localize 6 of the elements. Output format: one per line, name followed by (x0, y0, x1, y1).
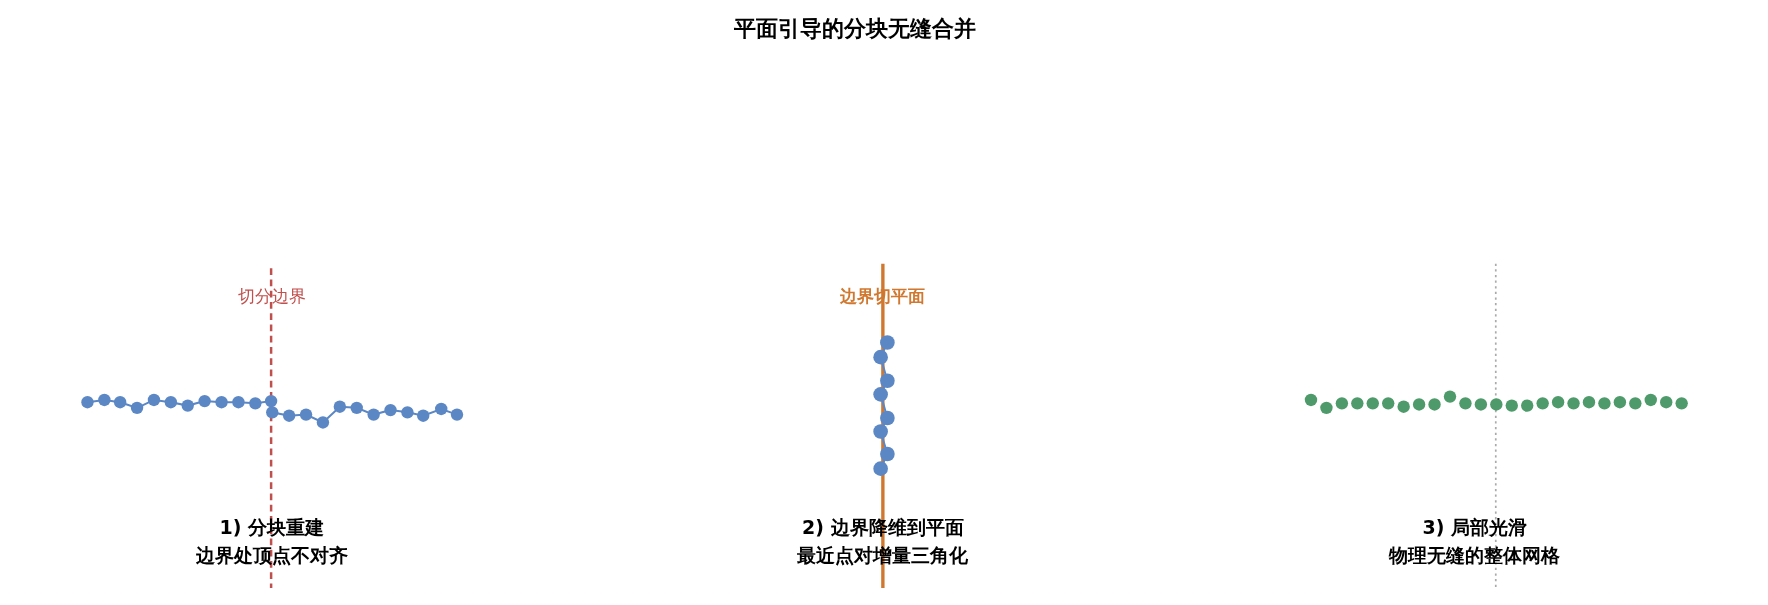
panel-caption: 物理无缝的整体网格 (1389, 543, 1561, 569)
diagram-title: 平面引导的分块无缝合并 (733, 14, 976, 43)
boundary-label: 切分边界 (237, 285, 306, 309)
panel-caption: 边界处顶点不对齐 (195, 543, 348, 569)
panel-caption: 1) 分块重建 (219, 515, 324, 541)
panel-caption: 3) 局部光滑 (1422, 515, 1528, 541)
